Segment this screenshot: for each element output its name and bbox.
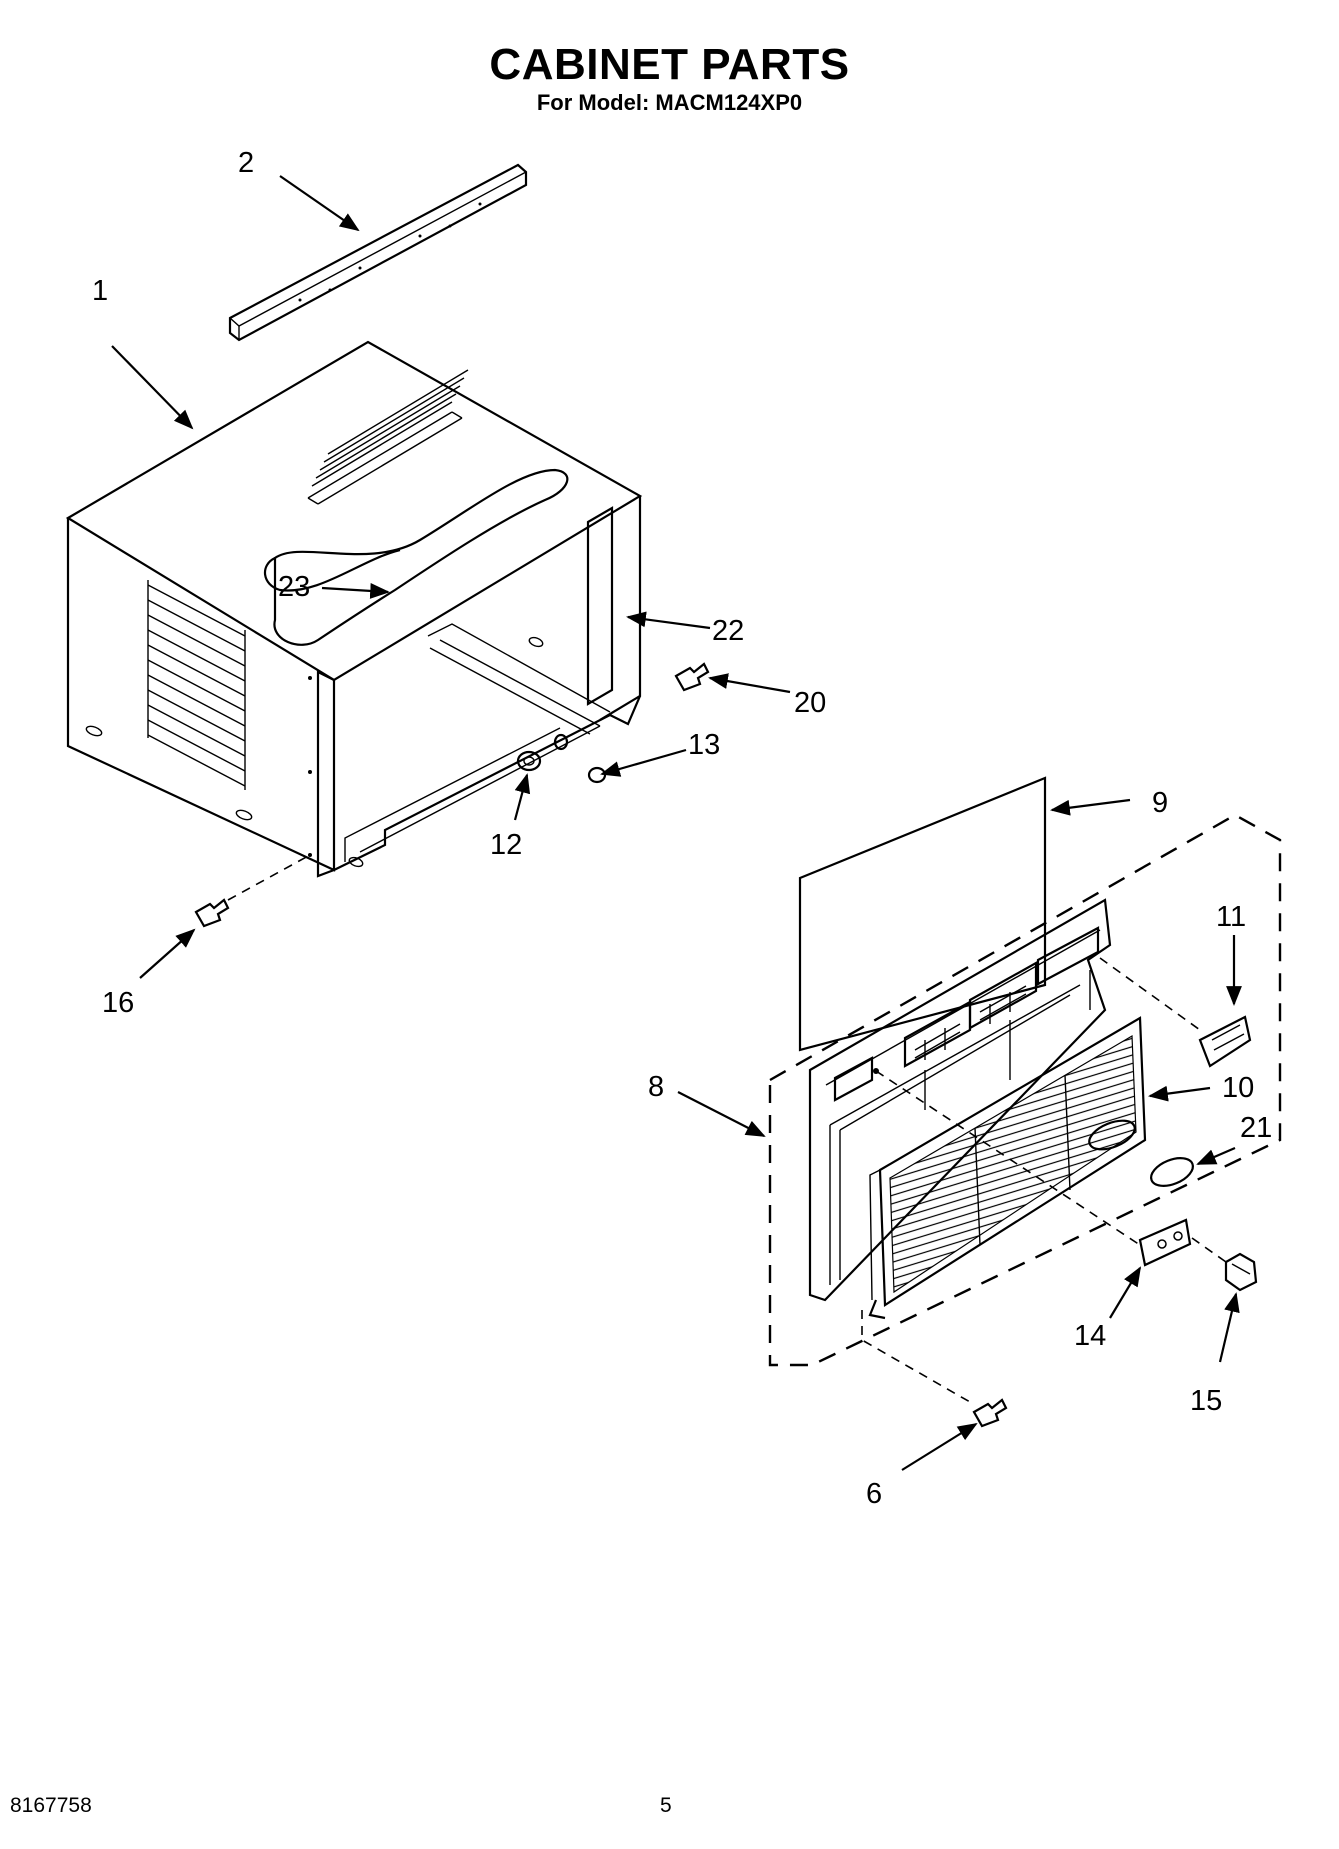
callout-1: 1 xyxy=(92,275,108,307)
front-panel-part xyxy=(808,898,1112,1302)
grille-part xyxy=(868,1016,1147,1320)
callout-11: 11 xyxy=(1216,901,1246,933)
side-louvers xyxy=(147,580,246,790)
screw-16-part xyxy=(194,854,311,928)
callout-2: 2 xyxy=(238,147,254,179)
grommet-12-part xyxy=(516,750,542,772)
callout-6: 6 xyxy=(866,1478,882,1510)
page-title: CABINET PARTS xyxy=(489,40,850,89)
callout-10: 10 xyxy=(1222,1072,1254,1104)
document-number: 8167758 xyxy=(10,1794,92,1817)
callout-14: 14 xyxy=(1074,1320,1106,1352)
bracket-14-part xyxy=(1138,1218,1192,1267)
cabinet-wrapper-part xyxy=(65,340,643,878)
page-number: 5 xyxy=(660,1794,672,1817)
callout-8: 8 xyxy=(648,1071,664,1103)
assembly-outline xyxy=(768,813,1282,1367)
callout-15: 15 xyxy=(1190,1385,1222,1417)
callout-9: 9 xyxy=(1152,787,1168,819)
top-vent-slots xyxy=(307,369,469,505)
callout-21: 21 xyxy=(1240,1112,1272,1144)
callout-23: 23 xyxy=(278,571,310,603)
label-21-part xyxy=(1150,1157,1194,1187)
leader-lines xyxy=(111,175,1242,1471)
callout-13: 13 xyxy=(688,729,720,761)
callout-22: 22 xyxy=(712,615,744,647)
screw-20-part xyxy=(674,662,710,692)
washer-13-part xyxy=(553,733,607,784)
vent-knob-11-part xyxy=(1099,957,1252,1068)
top-rail-part xyxy=(228,163,528,342)
callout-16: 16 xyxy=(102,987,134,1019)
screw-6-part xyxy=(972,1398,1008,1428)
knob-15-part xyxy=(1224,1252,1258,1292)
callout-20: 20 xyxy=(794,687,826,719)
callout-12: 12 xyxy=(490,829,522,861)
filter-mesh-part xyxy=(798,776,1047,1052)
model-subtitle: For Model: MACM124XP0 xyxy=(536,90,803,115)
